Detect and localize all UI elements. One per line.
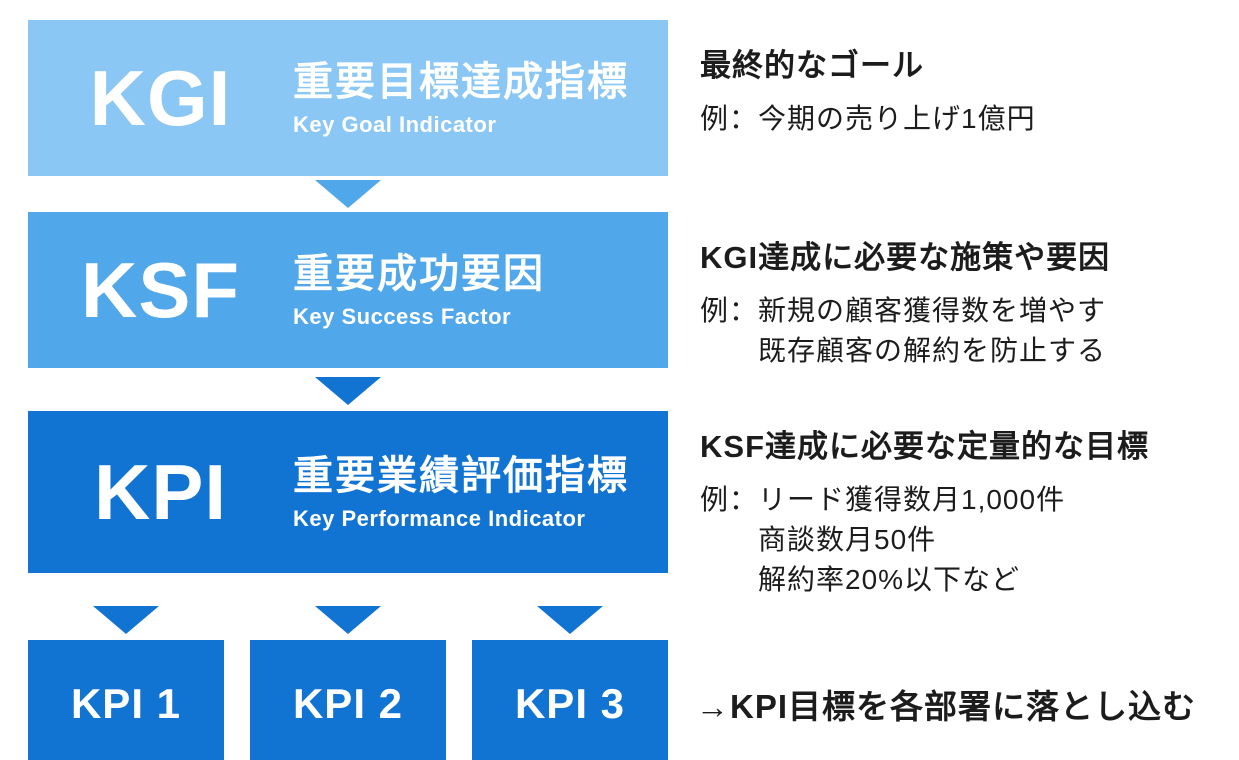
- sub-kpi-row: KPI 1 KPI 2 KPI 3 →KPI目標を各部署に落とし込む: [28, 640, 1218, 760]
- kgi-box: KGI 重要目標達成指標 Key Goal Indicator: [28, 20, 668, 176]
- kgi-title-en: Key Goal Indicator: [293, 112, 497, 137]
- kpi-1-box: KPI 1: [28, 640, 224, 760]
- ksf-note-example-2: 既存顧客の解約を防止する: [758, 335, 1107, 367]
- kpi-note-example-3: 解約率20%以下など: [758, 564, 1021, 596]
- kpi-title-en: Key Performance Indicator: [293, 506, 586, 532]
- down-arrow-icon: [537, 606, 603, 635]
- kpi-2-box: KPI 2: [250, 640, 446, 760]
- kpi-box: KPI 重要業績評価指標 Key Performance Indicator: [28, 411, 668, 574]
- kpi-note-example-1: 例：リード獲得数月1,000件: [700, 484, 1066, 516]
- sub-kpi-note: →KPI目標を各部署に落とし込む: [696, 688, 1197, 726]
- ksf-row: KSF 重要成功要因 Key Success Factor KGI達成に必要な施…: [28, 212, 1218, 371]
- kgi-note-title: 最終的なゴール: [700, 48, 924, 83]
- down-arrow-icon: [315, 180, 381, 208]
- ksf-note-example-1: 例：新規の顧客獲得数を増やす: [700, 295, 1107, 326]
- down-arrow-icon: [315, 606, 381, 635]
- ksf-box: KSF 重要成功要因 Key Success Factor: [28, 212, 668, 368]
- kpi-note-example-2: 商談数月50件: [758, 524, 937, 556]
- ksf-acronym: KSF: [81, 246, 240, 334]
- kpi-title-ja: 重要業績評価指標: [293, 454, 629, 499]
- kgi-note: 最終的なゴール 例：今期の売り上げ1億円: [700, 20, 1036, 139]
- kpi-acronym: KPI: [93, 448, 228, 537]
- arrow-row-2: [28, 371, 668, 411]
- down-arrow-icon: [315, 377, 381, 406]
- ksf-titles: 重要成功要因 Key Success Factor: [293, 250, 545, 330]
- down-arrow-icon: [93, 606, 159, 635]
- arrow-row-3: [28, 600, 668, 640]
- arrow-row-1: [28, 176, 668, 212]
- kgi-note-example: 例：今期の売り上げ1億円: [700, 103, 1036, 134]
- ksf-note: KGI達成に必要な施策や要因 例：新規の顧客獲得数を増やす 既存顧客の解約を防止…: [700, 212, 1110, 371]
- kgi-row: KGI 重要目標達成指標 Key Goal Indicator 最終的なゴール …: [28, 20, 1218, 176]
- kgi-titles: 重要目標達成指標 Key Goal Indicator: [293, 58, 629, 138]
- kpi-note-title: KSF達成に必要な定量的な目標: [700, 429, 1149, 465]
- kpi-titles: 重要業績評価指標 Key Performance Indicator: [293, 452, 629, 532]
- diagram-content: KGI 重要目標達成指標 Key Goal Indicator 最終的なゴール …: [28, 20, 1218, 760]
- kpi-row: KPI 重要業績評価指標 Key Performance Indicator K…: [28, 411, 1218, 600]
- ksf-note-title: KGI達成に必要な施策や要因: [700, 240, 1111, 275]
- kgi-acronym: KGI: [89, 54, 232, 142]
- ksf-title-ja: 重要成功要因: [293, 252, 545, 296]
- kpi-note: KSF達成に必要な定量的な目標 例：リード獲得数月1,000件 商談数月50件 …: [700, 411, 1149, 600]
- kgi-title-ja: 重要目標達成指標: [293, 60, 629, 104]
- ksf-title-en: Key Success Factor: [293, 304, 512, 329]
- kpi-3-box: KPI 3: [472, 640, 668, 760]
